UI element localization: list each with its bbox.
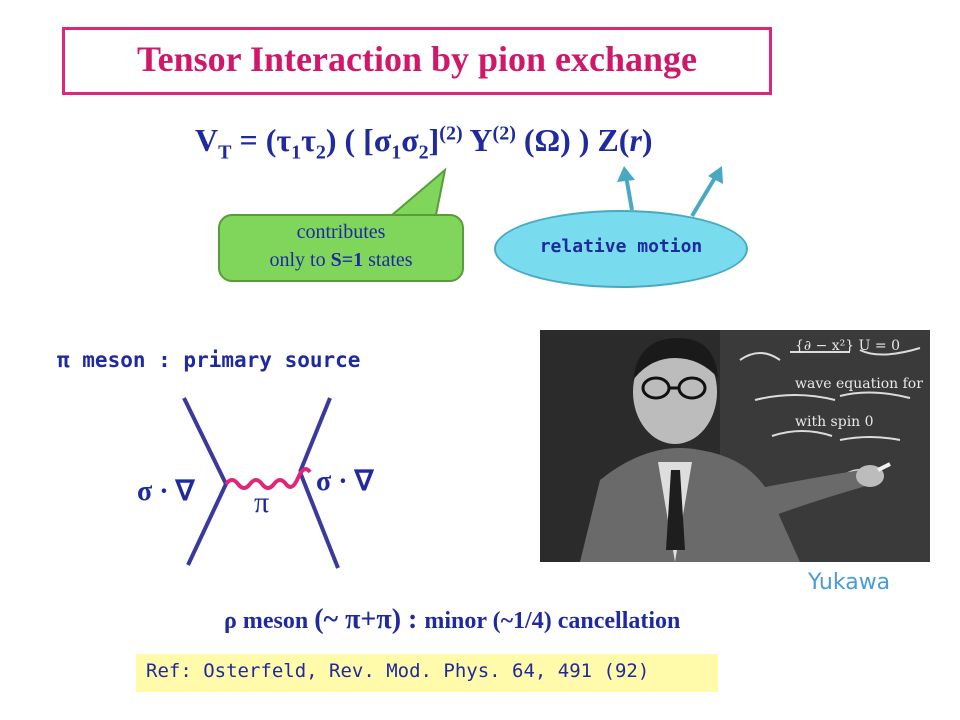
formula-end: )	[641, 122, 653, 158]
formula-tau1: τ	[276, 122, 292, 158]
person-tie	[666, 470, 685, 550]
formula-tau2: τ	[301, 122, 316, 158]
formula-sigma2: σ	[401, 122, 419, 158]
formula-omega: Ω	[534, 122, 561, 158]
spin-callout	[218, 214, 464, 282]
tensor-formula: VT = (τ1τ2) ( [σ1σ2](2) Y(2) (Ω) ) Z(r)	[195, 122, 653, 164]
formula-sub-1: 1	[291, 141, 302, 164]
rho-line-c: minor (~1/4) cancellation	[424, 608, 681, 634]
formula-sub-s2: 2	[418, 141, 429, 164]
person-body	[580, 448, 800, 562]
motion-callout	[494, 210, 748, 288]
formula-sub-t: T	[218, 141, 232, 164]
photo-caption: Yukawa	[808, 570, 891, 595]
nucleon-line-right-lower	[298, 471, 340, 569]
person-hand	[856, 465, 884, 487]
yukawa-photo: {∂ − x²} U = 0 wave equation for with sp…	[540, 330, 930, 562]
chalk-line-2: wave equation for	[795, 376, 923, 392]
exchange-label: π	[254, 486, 269, 519]
person-head	[633, 340, 717, 444]
spin-callout-line2: only to S=1 states	[218, 246, 464, 274]
spin-callout-line1: contributes	[296, 221, 386, 243]
chalk-line-3: with spin 0	[795, 414, 874, 430]
reference-box	[136, 654, 718, 692]
formula-sigma1: σ	[373, 122, 392, 158]
person-arm	[750, 470, 866, 520]
formula-omega-open: (	[515, 122, 535, 158]
spin-callout-line2-a: only to	[269, 249, 331, 271]
pi-meson-heading: π meson : primary source	[57, 348, 361, 372]
rho-line-b: (~ π+π) :	[314, 604, 425, 635]
left-vertex-label: σ · ∇	[137, 476, 196, 507]
reference-text: Ref: Osterfeld, Rev. Mod. Phys. 64, 491 …	[146, 660, 650, 682]
arrow-to-omega-head	[617, 166, 635, 182]
motion-callout-text: relative motion	[539, 236, 703, 257]
formula-tail: ) ) Z(	[560, 122, 630, 158]
glasses	[641, 376, 707, 400]
nucleon-line-left	[182, 397, 228, 485]
spin-callout-text: contributes only to S=1 states	[218, 218, 464, 274]
spin-callout-line2-c: states	[363, 249, 413, 271]
formula-sub-2: 2	[315, 141, 326, 164]
rho-meson-line: ρ meson (~ π+π) : minor (~1/4) cancellat…	[224, 604, 680, 636]
arrow-to-r-shaft	[690, 174, 718, 218]
formula-sup-rank2: (2)	[492, 122, 516, 145]
nucleon-line-left-lower	[186, 483, 228, 566]
person-hair	[633, 338, 718, 380]
formula-sub-s1: 1	[391, 141, 402, 164]
formula-r: r	[629, 122, 642, 158]
nucleon-line-right	[298, 397, 332, 473]
title-frame	[62, 27, 772, 95]
slide-title: Tensor Interaction by pion exchange	[136, 39, 698, 79]
right-vertex-label: σ · ∇	[316, 466, 375, 497]
rho-line-a: ρ meson	[224, 608, 315, 634]
arrow-to-omega-shaft	[624, 175, 634, 211]
formula-v: V	[195, 122, 219, 158]
chalk-stick	[877, 462, 891, 472]
spin-callout-line2-b: S=1	[330, 249, 364, 271]
formula-close: ]	[428, 122, 440, 158]
formula-eq: = (	[231, 122, 277, 158]
formula-y: Y	[462, 122, 493, 158]
arrow-to-r-head	[708, 166, 723, 184]
pion-exchange-line	[224, 467, 312, 490]
formula-mid: ) ( [	[325, 122, 374, 158]
chalk-line-1: {∂ − x²} U = 0	[795, 338, 900, 354]
formula-sup-rank1: (2)	[439, 122, 463, 145]
